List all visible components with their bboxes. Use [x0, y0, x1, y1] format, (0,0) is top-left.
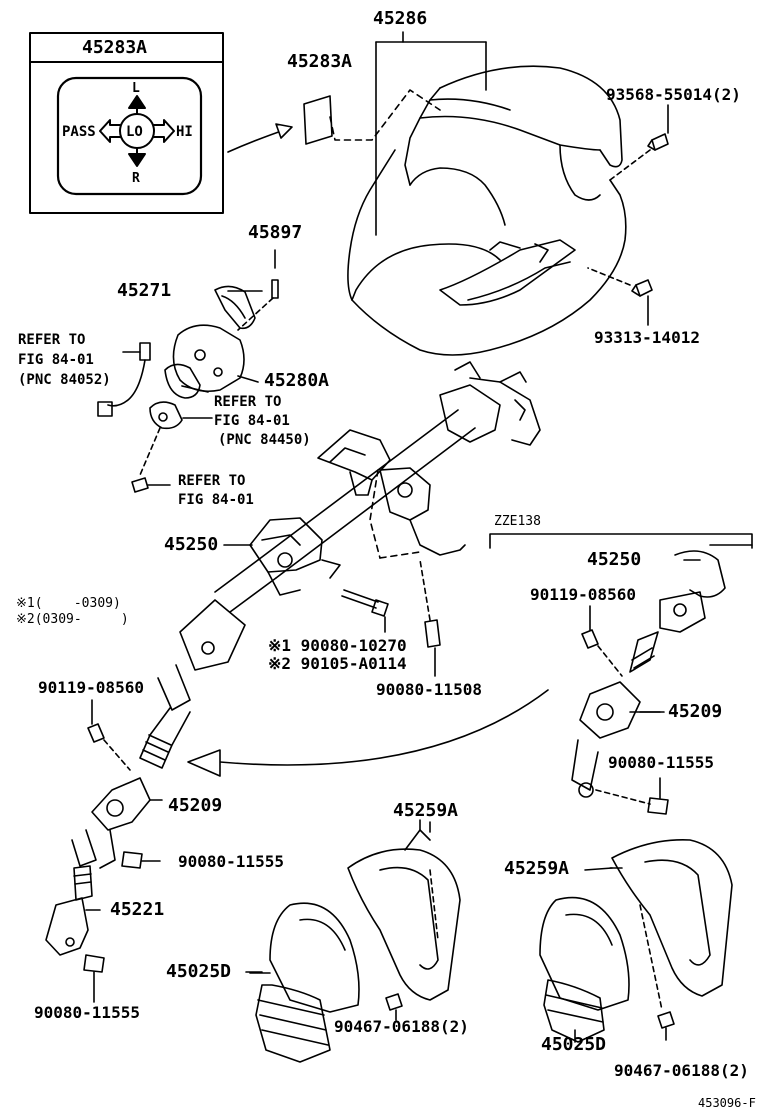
- label-90467-06188-left: 90467-06188(2): [334, 1017, 469, 1036]
- screw-93313: [587, 267, 653, 326]
- bolt-90080-11555-bottom: [83, 954, 105, 1003]
- label-plate: [303, 95, 333, 145]
- label-45250-left: 45250: [164, 534, 219, 555]
- note-2: ※2(0309- ): [16, 612, 129, 627]
- boot-45025D-left: [249, 902, 360, 1063]
- refer-84450-line1: REFER TO: [214, 394, 282, 410]
- bolt-90080-11555-right: [647, 777, 669, 815]
- universal-joint-right: [571, 681, 661, 805]
- label-45271: 45271: [117, 280, 172, 301]
- label-45897: 45897: [248, 222, 303, 243]
- label-zze138: ZZE138: [494, 514, 541, 529]
- universal-joint-left: [71, 777, 163, 869]
- figure-code: 453096-F: [698, 1096, 756, 1110]
- inset-lo-label: LO: [126, 124, 143, 140]
- label-93313-14012: 93313-14012: [594, 328, 700, 347]
- inset-hi-label: HI: [176, 124, 193, 140]
- screw-45897: [271, 279, 279, 299]
- screw-93568: [609, 104, 669, 181]
- clip-90467-left: [385, 993, 403, 1021]
- label-45286: 45286: [373, 8, 428, 29]
- label-90080-11555-right: 90080-11555: [608, 753, 714, 772]
- steering-column: [139, 361, 541, 769]
- inset-part-number: 45283A: [82, 37, 148, 58]
- right-column-shaft: [629, 544, 753, 673]
- label-90467-06188-right: 90467-06188(2): [614, 1061, 749, 1080]
- label-45250-right: 45250: [587, 549, 642, 570]
- label-90119-08560-left: 90119-08560: [38, 678, 144, 697]
- label-90080-11555-mid: 90080-11555: [178, 852, 284, 871]
- label-93568-55014: 93568-55014(2): [606, 85, 741, 104]
- label-45283A: 45283A: [287, 51, 353, 72]
- refer-84450-line3: (PNC 84450): [218, 432, 311, 448]
- inset-box: [29, 32, 224, 214]
- refer-84450-line2: FIG 84-01: [214, 413, 290, 429]
- bolt-90119-left: [87, 699, 131, 771]
- refer-84052-line2: FIG 84-01: [18, 352, 94, 368]
- label-bolt-2: ※2 90105-A0114: [268, 654, 407, 673]
- refer-84052-line1: REFER TO: [18, 332, 86, 348]
- boot-45025D-right: [539, 896, 630, 1043]
- intermediate-shaft-45221: [45, 865, 101, 956]
- label-45209-left: 45209: [168, 795, 223, 816]
- label-90080-11555-bottom: 90080-11555: [34, 1003, 140, 1022]
- label-45221: 45221: [110, 899, 165, 920]
- refer-fig-line2: FIG 84-01: [178, 492, 254, 508]
- dimmer-switch-icon: [99, 95, 175, 167]
- label-45025D-left: 45025D: [166, 961, 232, 982]
- label-45259A-right: 45259A: [504, 858, 570, 879]
- label-bolt-1: ※1 90080-10270: [268, 636, 407, 655]
- bolt-90080-11508: [419, 559, 441, 677]
- label-90119-08560-right: 90119-08560: [530, 585, 636, 604]
- label-45280A: 45280A: [264, 370, 330, 391]
- column-cover: [347, 65, 627, 356]
- refer-fig-line1: REFER TO: [178, 473, 246, 489]
- bolt-90119-right: [581, 605, 623, 677]
- reference-arrow: [219, 689, 549, 766]
- wire-connector: [97, 342, 151, 417]
- bolt-90080-10270: [341, 589, 389, 633]
- label-90080-11508: 90080-11508: [376, 680, 482, 699]
- inset-l-label: L: [132, 81, 140, 96]
- label-45209-right: 45209: [668, 701, 723, 722]
- inset-r-label: R: [132, 171, 140, 186]
- clip-90467-right: [657, 1011, 675, 1041]
- note-1: ※1( -0309): [16, 596, 121, 611]
- label-45025D-right: 45025D: [541, 1034, 607, 1055]
- key-cylinder-housing: [164, 285, 256, 399]
- dust-cover-45259A-left: [347, 819, 461, 1001]
- label-45259A-left: 45259A: [393, 800, 459, 821]
- transponder: [131, 401, 213, 493]
- inset-pass-label: PASS: [62, 124, 96, 140]
- bolt-90080-11555-mid: [121, 851, 161, 869]
- refer-84052-line3: (PNC 84052): [18, 372, 111, 388]
